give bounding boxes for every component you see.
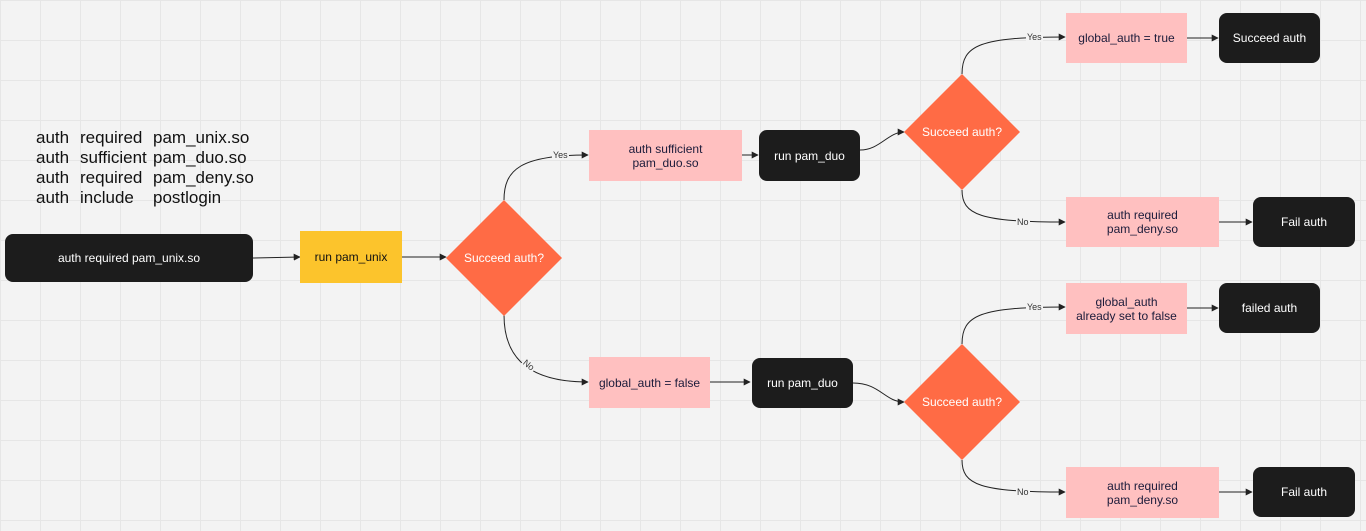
edge-label-d3-yes: Yes bbox=[1026, 302, 1043, 312]
lower-already-false-node[interactable]: global_auth already set to false bbox=[1066, 283, 1187, 334]
edge-label-d2-yes: Yes bbox=[1026, 32, 1043, 42]
config-line: auth required pam_unix.so bbox=[36, 128, 254, 148]
config-type: auth bbox=[36, 128, 70, 147]
upper-deny-node[interactable]: auth required pam_deny.so bbox=[1066, 197, 1219, 247]
config-type: auth bbox=[36, 148, 70, 167]
edge-start-to-run-unix bbox=[252, 253, 301, 261]
upper-succeed-auth-node[interactable]: Succeed auth bbox=[1219, 13, 1320, 63]
decision1-diamond[interactable]: Succeed auth? bbox=[446, 200, 562, 316]
decision2-label: Succeed auth? bbox=[921, 125, 1003, 139]
config-line: auth required pam_deny.so bbox=[36, 168, 254, 188]
config-type: auth bbox=[36, 188, 70, 207]
config-line: auth sufficient pam_duo.so bbox=[36, 148, 254, 168]
config-module: postlogin bbox=[153, 188, 222, 207]
edge-decision2-no bbox=[961, 189, 1066, 226]
lower-run-pam-duo-node[interactable]: run pam_duo bbox=[752, 358, 853, 408]
decision1-label: Succeed auth? bbox=[463, 251, 545, 265]
edge-decision1-yes bbox=[503, 151, 589, 201]
edge-decision1-no bbox=[503, 314, 589, 386]
config-module: pam_deny.so bbox=[153, 168, 254, 187]
edge-decision3-no bbox=[961, 459, 1066, 496]
upper-run-pam-duo-node[interactable]: run pam_duo bbox=[759, 130, 860, 181]
edge-lower-run-duo-to-decision3 bbox=[852, 382, 905, 406]
edge-label-d2-no: No bbox=[1016, 217, 1030, 227]
lower-fail-auth-node[interactable]: Fail auth bbox=[1253, 467, 1355, 517]
config-control: sufficient bbox=[80, 148, 147, 167]
edge-decision2-yes bbox=[961, 33, 1066, 75]
upper-sufficient-node[interactable]: auth sufficient pam_duo.so bbox=[589, 130, 742, 181]
decision3-diamond[interactable]: Succeed auth? bbox=[904, 344, 1020, 460]
edge-label-d1-yes: Yes bbox=[552, 150, 569, 160]
lower-failed-auth-node[interactable]: failed auth bbox=[1219, 283, 1320, 333]
pam-config-text: auth required pam_unix.so auth sufficien… bbox=[36, 128, 254, 208]
edge-upper-run-duo-to-decision2 bbox=[859, 128, 905, 151]
lower-global-false-node[interactable]: global_auth = false bbox=[589, 357, 710, 408]
config-module: pam_unix.so bbox=[153, 128, 250, 147]
config-control: required bbox=[80, 168, 143, 187]
config-module: pam_duo.so bbox=[153, 148, 247, 167]
decision2-diamond[interactable]: Succeed auth? bbox=[904, 74, 1020, 190]
config-control: include bbox=[80, 188, 134, 207]
config-line: auth include postlogin bbox=[36, 188, 254, 208]
run-pam-unix-node[interactable]: run pam_unix bbox=[300, 231, 402, 283]
edge-label-d3-no: No bbox=[1016, 487, 1030, 497]
decision3-label: Succeed auth? bbox=[921, 395, 1003, 409]
start-node[interactable]: auth required pam_unix.so bbox=[5, 234, 253, 282]
config-type: auth bbox=[36, 168, 70, 187]
config-control: required bbox=[80, 128, 143, 147]
lower-deny-node[interactable]: auth required pam_deny.so bbox=[1066, 467, 1219, 518]
upper-fail-auth-node[interactable]: Fail auth bbox=[1253, 197, 1355, 247]
edge-decision3-yes bbox=[961, 303, 1066, 345]
upper-global-true-node[interactable]: global_auth = true bbox=[1066, 13, 1187, 63]
